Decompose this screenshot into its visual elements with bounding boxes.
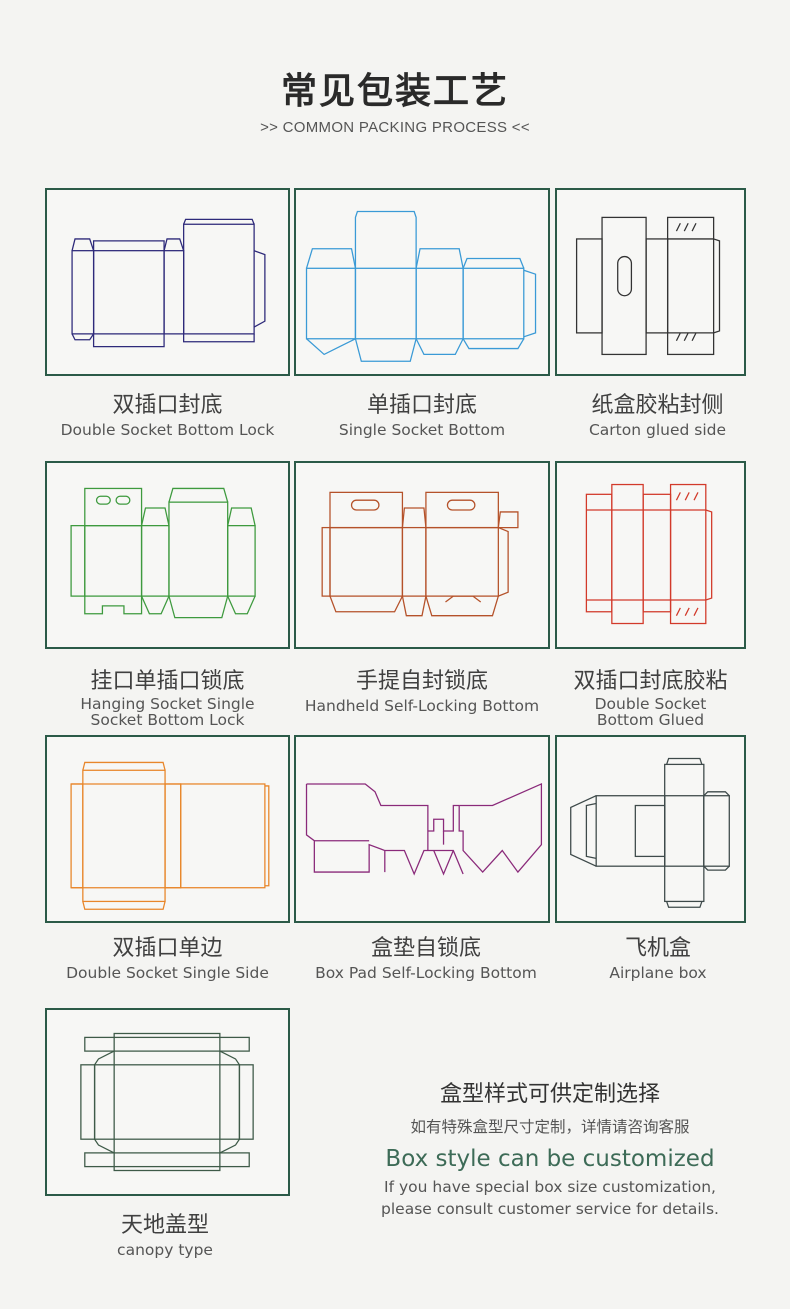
caption-cn: 手提自封锁底 bbox=[355, 669, 488, 694]
double-socket-bottom-glued-dieline-icon bbox=[585, 483, 713, 625]
caption-cn: 盒垫自锁底 bbox=[370, 936, 481, 961]
caption-6: 双插口封底胶粘 Double Socket Bottom Glued bbox=[555, 668, 746, 728]
caption-en: Airplane box bbox=[609, 964, 707, 982]
note-heading-cn: 盒型样式可供定制选择 bbox=[439, 1082, 660, 1107]
caption-cn: 单插口封底 bbox=[366, 393, 477, 418]
caption-en-line-1: Hanging Socket Single bbox=[80, 695, 255, 713]
hanging-socket-dieline-icon bbox=[70, 487, 256, 619]
caption-en: Handheld Self-Locking Bottom bbox=[304, 697, 540, 715]
customization-note: 盒型样式可供定制选择 如有特殊盒型尺寸定制，详情请咨询客服 Box style … bbox=[340, 1080, 760, 1220]
card-double-socket-single-side bbox=[45, 735, 290, 923]
caption-en-line-1: Double Socket bbox=[594, 695, 707, 713]
double-socket-single-side-dieline-icon bbox=[70, 761, 270, 910]
note-detail-en-line-1: If you have special box size customizati… bbox=[384, 1178, 716, 1196]
card-carton-glued-side bbox=[555, 188, 746, 376]
card-handheld-self-locking bbox=[294, 461, 550, 649]
caption-en: Carton glued side bbox=[588, 421, 727, 439]
caption-cn: 双插口封底胶粘 bbox=[573, 669, 728, 694]
note-heading-en: Box style can be customized bbox=[385, 1146, 715, 1172]
page-subtitle: >> COMMON PACKING PROCESS << bbox=[260, 119, 530, 136]
caption-7: 双插口单边 Double Socket Single Side bbox=[45, 935, 290, 982]
caption-en: Single Socket Bottom bbox=[338, 421, 506, 439]
double-socket-bottom-lock-dieline-icon bbox=[71, 218, 266, 348]
card-canopy-type bbox=[45, 1008, 290, 1196]
card-single-socket-bottom bbox=[294, 188, 550, 376]
box-pad-self-locking-dieline-icon bbox=[305, 783, 543, 876]
card-box-pad-self-locking bbox=[294, 735, 550, 923]
card-double-socket-bottom-lock bbox=[45, 188, 290, 376]
caption-cn: 双插口封底 bbox=[112, 393, 223, 418]
caption-2: 单插口封底 Single Socket Bottom bbox=[294, 392, 550, 439]
caption-en: Double Socket Single Side bbox=[66, 964, 269, 982]
card-hanging-socket bbox=[45, 461, 290, 649]
caption-cn: 双插口单边 bbox=[112, 936, 223, 961]
caption-en: Box Pad Self-Locking Bottom bbox=[315, 964, 537, 982]
caption-cn: 飞机盒 bbox=[624, 936, 691, 961]
caption-cn: 纸盒胶粘封侧 bbox=[591, 393, 724, 418]
page-title: 常见包装工艺 bbox=[280, 71, 509, 112]
caption-cn: 挂口单插口锁底 bbox=[90, 669, 245, 694]
caption-en-line-2: Socket Bottom Lock bbox=[90, 711, 245, 729]
note-detail-en-line-2: please consult customer service for deta… bbox=[381, 1200, 719, 1218]
canopy-type-dieline-icon bbox=[80, 1032, 254, 1172]
caption-9: 飞机盒 Airplane box bbox=[555, 935, 761, 982]
caption-10: 天地盖型 canopy type bbox=[45, 1212, 285, 1259]
caption-8: 盒垫自锁底 Box Pad Self-Locking Bottom bbox=[294, 935, 558, 982]
caption-3: 纸盒胶粘封侧 Carton glued side bbox=[562, 392, 753, 439]
carton-glued-side-dieline-icon bbox=[575, 216, 721, 356]
single-socket-bottom-dieline-icon bbox=[305, 210, 537, 362]
caption-5: 手提自封锁底 Handheld Self-Locking Bottom bbox=[294, 668, 550, 715]
airplane-box-dieline-icon bbox=[570, 757, 730, 908]
caption-en: Double Socket Bottom Lock bbox=[60, 421, 275, 439]
handheld-self-locking-dieline-icon bbox=[321, 491, 519, 617]
caption-en-line-2: Bottom Glued bbox=[596, 711, 705, 729]
card-double-socket-bottom-glued bbox=[555, 461, 746, 649]
caption-1: 双插口封底 Double Socket Bottom Lock bbox=[45, 392, 290, 439]
note-detail-cn: 如有特殊盒型尺寸定制，详情请咨询客服 bbox=[410, 1118, 690, 1136]
caption-4: 挂口单插口锁底 Hanging Socket Single Socket Bot… bbox=[45, 668, 290, 728]
caption-en: canopy type bbox=[117, 1241, 213, 1259]
card-airplane-box bbox=[555, 735, 746, 923]
caption-cn: 天地盖型 bbox=[120, 1213, 209, 1238]
